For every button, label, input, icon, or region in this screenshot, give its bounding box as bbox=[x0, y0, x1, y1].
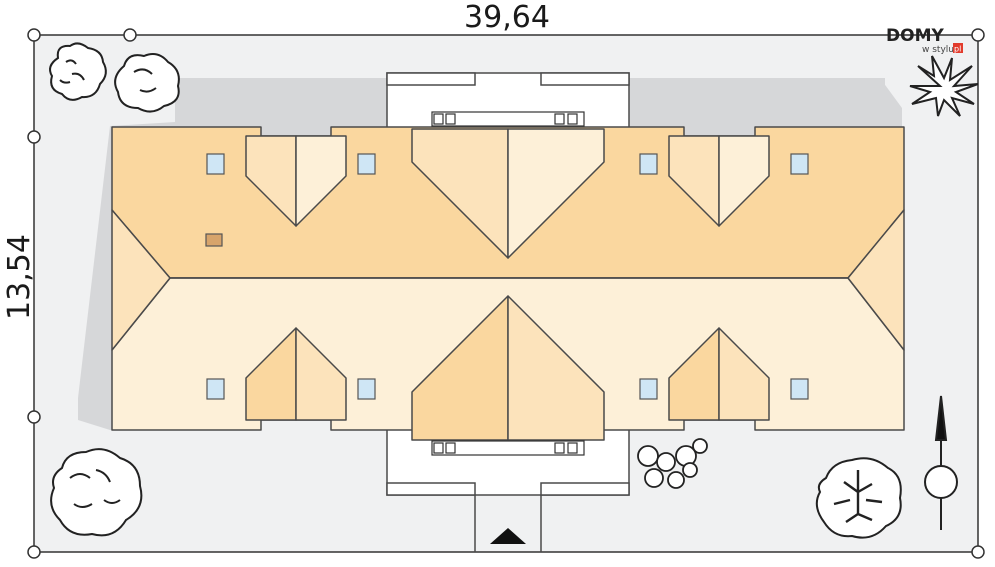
dormer-top-left bbox=[245, 135, 347, 227]
dormer-bottom-right bbox=[668, 327, 770, 421]
plant-top-right-icon bbox=[909, 55, 979, 117]
skylight bbox=[790, 378, 809, 400]
tree-bottom-left-icon bbox=[50, 448, 143, 537]
dimension-node bbox=[27, 130, 41, 144]
skylight bbox=[206, 378, 225, 400]
dimension-node bbox=[971, 28, 985, 42]
balcony-bottom bbox=[431, 440, 585, 456]
logo-badge bbox=[953, 43, 963, 53]
dimension-node bbox=[27, 545, 41, 559]
skylight bbox=[790, 153, 809, 175]
dimension-node bbox=[971, 545, 985, 559]
dimension-node bbox=[27, 410, 41, 424]
chimney bbox=[205, 233, 223, 247]
roof-hip-left bbox=[111, 209, 171, 351]
roof-hip-right bbox=[847, 209, 905, 351]
dormer-bottom-center bbox=[411, 295, 605, 441]
logo-sub: w stylu bbox=[922, 45, 954, 55]
logo: DOMY w stylu pl bbox=[886, 26, 963, 55]
skylight bbox=[639, 153, 658, 175]
tree-bottom-right-icon bbox=[815, 457, 902, 539]
logo-main: DOMY bbox=[886, 26, 944, 46]
dimension-node bbox=[123, 28, 137, 42]
entrance-arrow-icon bbox=[490, 528, 526, 544]
skylight bbox=[357, 153, 376, 175]
north-arrow-icon bbox=[924, 395, 958, 530]
dormer-top-center bbox=[411, 128, 605, 259]
dimension-node bbox=[27, 28, 41, 42]
skylight bbox=[357, 378, 376, 400]
width-dimension-label: 39,64 bbox=[464, 0, 550, 35]
skylight bbox=[206, 153, 225, 175]
entrance-path bbox=[474, 495, 542, 552]
balcony-top bbox=[431, 111, 585, 127]
skylights bbox=[206, 153, 809, 400]
dimension-lines bbox=[27, 28, 985, 559]
depth-dimension-label: 13,54 bbox=[2, 234, 37, 320]
dormer-top-right bbox=[668, 135, 770, 227]
tree-top-left-icon bbox=[49, 42, 107, 101]
tree-top-left-2-icon bbox=[114, 53, 180, 113]
skylight bbox=[639, 378, 658, 400]
logo-badge-text: pl bbox=[954, 45, 961, 54]
shrub-bottom-icon bbox=[637, 438, 708, 489]
dormer-bottom-left bbox=[245, 327, 347, 421]
